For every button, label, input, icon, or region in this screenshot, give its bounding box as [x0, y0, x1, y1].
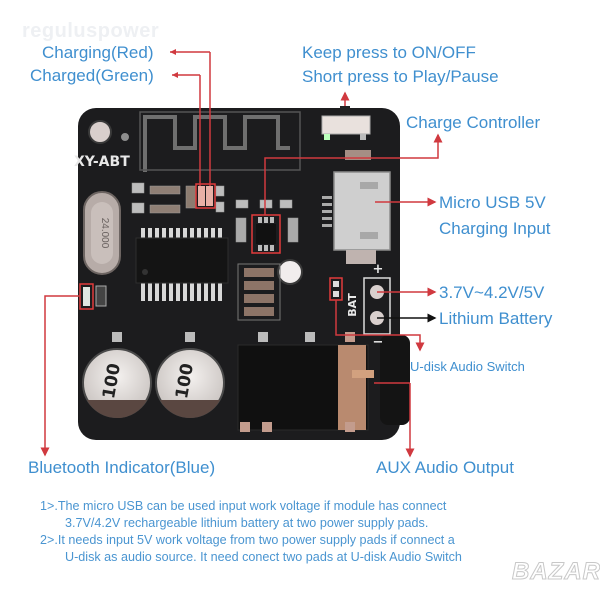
board-model-silkscreen: XY-ABT	[74, 154, 130, 170]
aux-audio-jack	[237, 332, 374, 432]
mounting-hole	[88, 120, 112, 144]
notes-block: 1>.The micro USB can be used input work …	[40, 498, 462, 566]
callout-udisk-switch	[335, 300, 425, 352]
minus-silkscreen: −	[373, 335, 384, 350]
label-micro-usb-line1: Micro USB 5V	[439, 193, 546, 212]
charged-led	[206, 186, 213, 206]
note-1-line-1: 1>.The micro USB can be used input work …	[40, 499, 447, 513]
label-udisk-switch: U-disk Audio Switch	[410, 359, 525, 374]
micro-usb-port	[322, 171, 391, 264]
battery-pads: BAT + −	[346, 262, 391, 350]
bat-silkscreen: BAT	[346, 293, 359, 317]
label-keep-press: Keep press to ON/OFF	[302, 43, 476, 62]
watermark-text: reguluspower	[22, 20, 160, 42]
electrolytic-capacitor-1: 100	[82, 332, 152, 418]
smd-components-top	[131, 182, 299, 243]
note-2-line-1: 2>.It needs input 5V work voltage from t…	[40, 533, 455, 547]
label-micro-usb-line2: Charging Input	[439, 219, 551, 238]
plus-silkscreen: +	[373, 262, 384, 277]
fuse-component	[345, 150, 371, 160]
electrolytic-capacitor-2: 100	[155, 332, 225, 418]
note-2-line-2: U-disk as audio source. It need conect t…	[65, 550, 462, 564]
label-battery-voltage: 3.7V~4.2V/5V	[439, 283, 545, 302]
callout-bluetooth	[40, 295, 80, 457]
crystal-oscillator: 24.000	[83, 191, 121, 275]
label-short-press: Short press to Play/Pause	[302, 67, 499, 86]
label-aux-output: AUX Audio Output	[376, 458, 514, 477]
callout-charge-controller	[264, 133, 443, 215]
note-1-line-2: 3.7V/4.2V rechargeable lithium battery a…	[65, 516, 429, 530]
smd-capacitor-array	[237, 263, 281, 321]
mounting-hole-center	[277, 259, 303, 285]
bazar-watermark: BAZAR	[512, 558, 600, 586]
label-lithium-battery: Lithium Battery	[439, 309, 553, 328]
label-bluetooth-indicator: Bluetooth Indicator(Blue)	[28, 458, 216, 477]
charging-led	[198, 186, 205, 206]
crystal-label: 24.000	[99, 218, 110, 249]
label-charging-red: Charging(Red)	[42, 43, 154, 62]
label-charged-green: Charged(Green)	[30, 66, 154, 85]
power-play-button	[321, 106, 371, 140]
main-bt-ic	[135, 228, 229, 301]
label-charge-controller: Charge Controller	[406, 113, 541, 132]
antenna-trace	[139, 111, 301, 172]
charge-controller-ic	[251, 214, 281, 254]
